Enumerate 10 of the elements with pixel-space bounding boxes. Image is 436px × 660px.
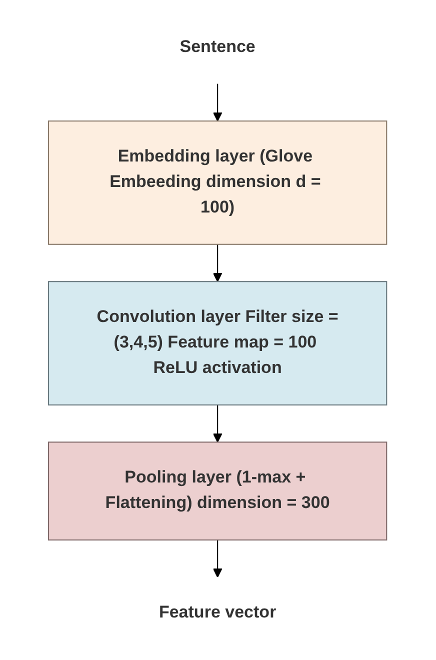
node-box (48, 280, 388, 405)
arrow (213, 83, 223, 121)
node-text: Sentence (180, 38, 256, 56)
arrow (213, 539, 223, 578)
arrow (213, 404, 223, 442)
flowchart: Sentence Embedding layer (Glove Embeeding dimension d = 100) Convolution layer Filter size =(3,4,5) Feature map = 100 ReLU activation Pooling layer (1-max + Flattening) dimension = 300 Feature vector (40, 2, 396, 658)
node-box (48, 441, 388, 540)
arrow (213, 244, 223, 282)
node-text: Feature vector (159, 603, 277, 622)
node-box (48, 120, 388, 244)
